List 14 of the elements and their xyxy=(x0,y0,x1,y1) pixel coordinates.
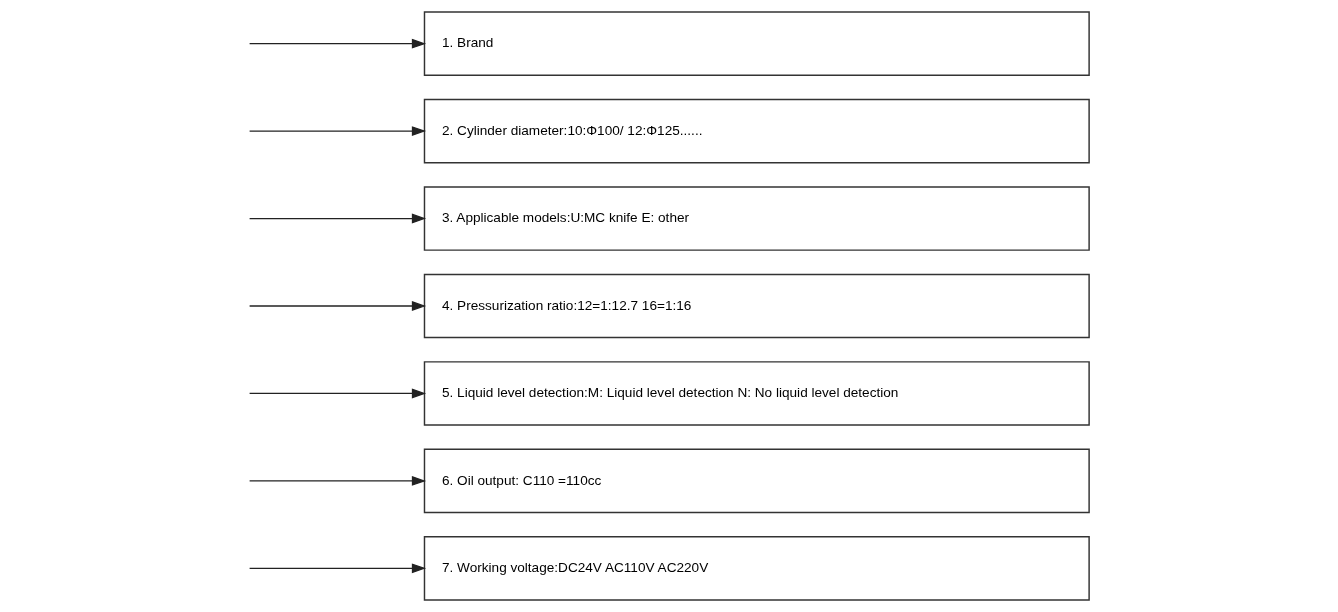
arrow xyxy=(249,563,427,574)
node-box: 2. Cylinder diameter:10:Φ100/ 12:Φ125...... xyxy=(423,98,1090,164)
node-box: 6. Oil output: C110 =110cc xyxy=(423,448,1090,514)
arrow xyxy=(249,38,427,49)
node-box: 1. Brand xyxy=(423,11,1090,76)
arrow xyxy=(249,388,427,399)
node-box: 5. Liquid level detection:M: Liquid level detection N: No liquid level detection xyxy=(423,361,1090,426)
arrow xyxy=(249,475,427,486)
node-box: 7. Working voltage:DC24V AC110V AC220V xyxy=(423,536,1090,601)
node-box: 4. Pressurization ratio:12=1:12.7 16=1:16 xyxy=(423,273,1090,339)
node-box: 3. Applicable models:U:MC knife E: other xyxy=(423,186,1090,251)
arrow xyxy=(249,213,427,224)
arrow xyxy=(249,126,427,137)
arrow xyxy=(249,301,427,311)
